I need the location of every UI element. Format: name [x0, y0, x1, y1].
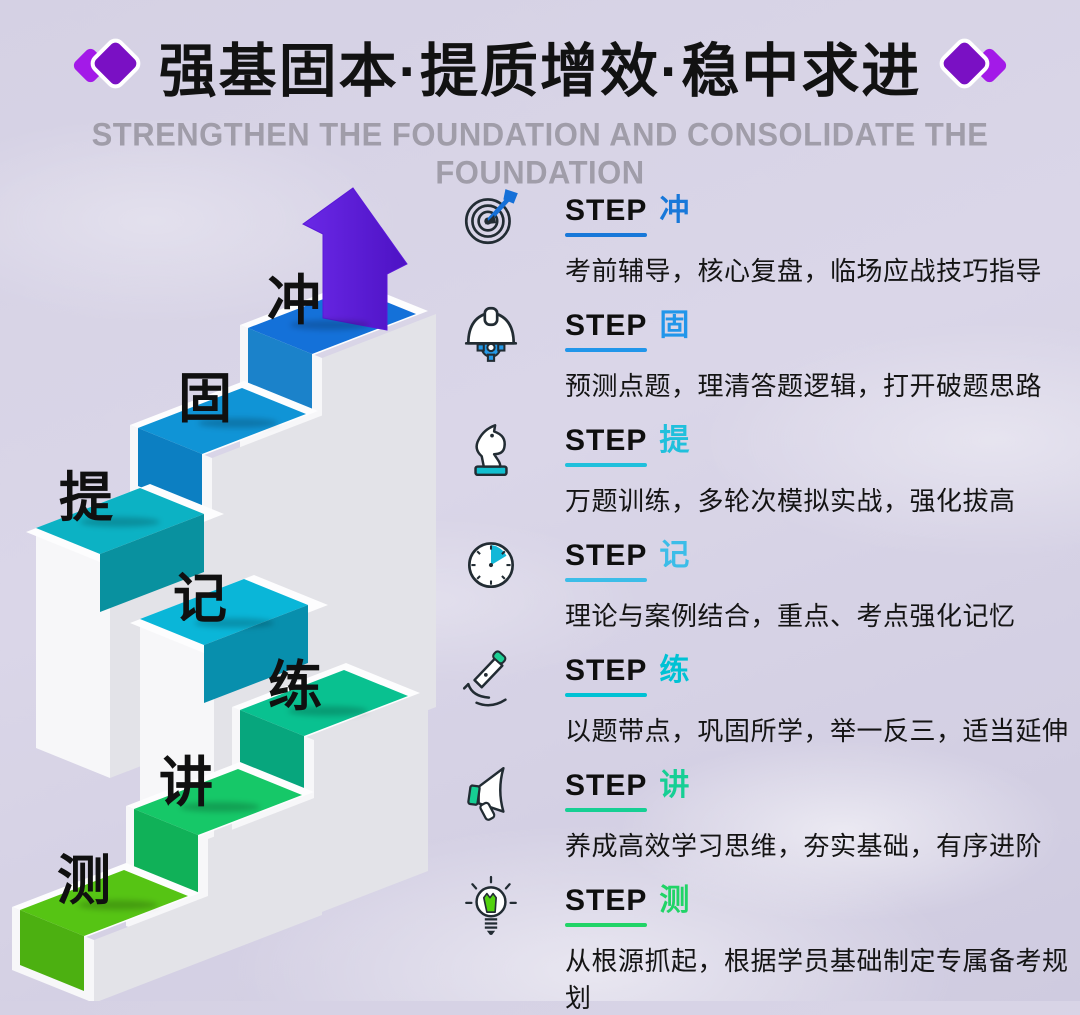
- page-subtitle: STRENGTHEN THE FOUNDATION AND CONSOLIDAT…: [91, 116, 989, 191]
- step-desc: 万题训练，多轮次模拟实战，强化拔高: [565, 486, 1016, 516]
- lightbulb-icon: [465, 875, 517, 935]
- helmet-gear-icon: [464, 306, 518, 362]
- step-char: 测: [659, 884, 690, 917]
- step-item-chong: STEP 冲 考前辅导，核心复盘，临场应战技巧指导: [450, 185, 1070, 295]
- step-underline: [565, 348, 648, 352]
- step-item-ji: STEP 记 理论与案例结合，重点、考点强化记忆: [450, 530, 1070, 640]
- step-word: STEP: [565, 884, 648, 927]
- stair-label-ji: 记: [173, 569, 227, 629]
- megaphone-icon: [467, 767, 505, 821]
- step-desc: 从根源抓起，根据学员基础制定专属备考规划: [565, 946, 1069, 1013]
- step-underline: [565, 463, 648, 467]
- chess-knight-icon: [474, 424, 508, 477]
- stair-label-jiang: 讲: [159, 753, 213, 813]
- label-shadows: [78, 320, 370, 910]
- step-underline: [565, 693, 648, 697]
- step-word: STEP: [565, 769, 648, 812]
- step-item-ce: STEP 测 从根源抓起，根据学员基础制定专属备考规划: [450, 875, 1070, 1013]
- step-char: 提: [659, 424, 690, 457]
- stair-label-chong: 冲: [267, 271, 321, 331]
- diamond-right-icon: [939, 38, 1007, 89]
- step-item-lian: STEP 练 以题带点，巩固所学，举一反三，适当延伸: [450, 645, 1070, 755]
- step-underline: [565, 923, 648, 927]
- step-underline: [565, 578, 648, 582]
- step-desc: 考前辅导，核心复盘，临场应战技巧指导: [565, 256, 1043, 286]
- step-word: STEP: [565, 539, 648, 582]
- step-desc: 预测点题，理清答题逻辑，打开破题思路: [565, 371, 1043, 401]
- stair-label-lian: 练: [268, 657, 322, 717]
- timer-icon: [468, 542, 514, 589]
- stair-label-ti: 提: [59, 468, 113, 528]
- step-char: 练: [659, 654, 690, 687]
- staircase-diagram: 测 讲 练 记 提 固 冲: [12, 187, 436, 1001]
- step-underline: [565, 233, 648, 237]
- title-row: 强基固本·提质增效·稳中求进: [0, 24, 1080, 108]
- diamond-left-icon: [73, 38, 141, 89]
- target-dart-icon: [464, 189, 518, 245]
- step-word: STEP: [565, 424, 648, 467]
- step-item-gu: STEP 固 预测点题，理清答题逻辑，打开破题思路: [450, 300, 1070, 410]
- step-char: 冲: [659, 194, 690, 227]
- step-item-jiang: STEP 讲 养成高效学习思维，夯实基础，有序进阶: [450, 760, 1070, 870]
- page-title: 强基固本·提质增效·稳中求进: [158, 39, 922, 104]
- step-char: 讲: [659, 769, 690, 802]
- step-desc: 理论与案例结合，重点、考点强化记忆: [565, 601, 1016, 631]
- microscope-icon: [462, 650, 507, 707]
- step-item-ti: STEP 提 万题训练，多轮次模拟实战，强化拔高: [450, 415, 1070, 525]
- step-char: 固: [659, 309, 690, 342]
- step-underline: [565, 808, 648, 812]
- header: 强基固本·提质增效·稳中求进 STRENGTHEN THE FOUNDATION…: [0, 24, 1080, 191]
- step-word: STEP: [565, 194, 648, 237]
- step-word: STEP: [565, 309, 648, 352]
- step-word: STEP: [565, 654, 648, 697]
- step-desc: 以题带点，巩固所学，举一反三，适当延伸: [565, 716, 1069, 746]
- stair-label-ce: 测: [57, 851, 111, 911]
- step-desc: 养成高效学习思维，夯实基础，有序进阶: [565, 831, 1043, 861]
- stair-label-gu: 固: [178, 369, 232, 429]
- step-char: 记: [659, 539, 690, 572]
